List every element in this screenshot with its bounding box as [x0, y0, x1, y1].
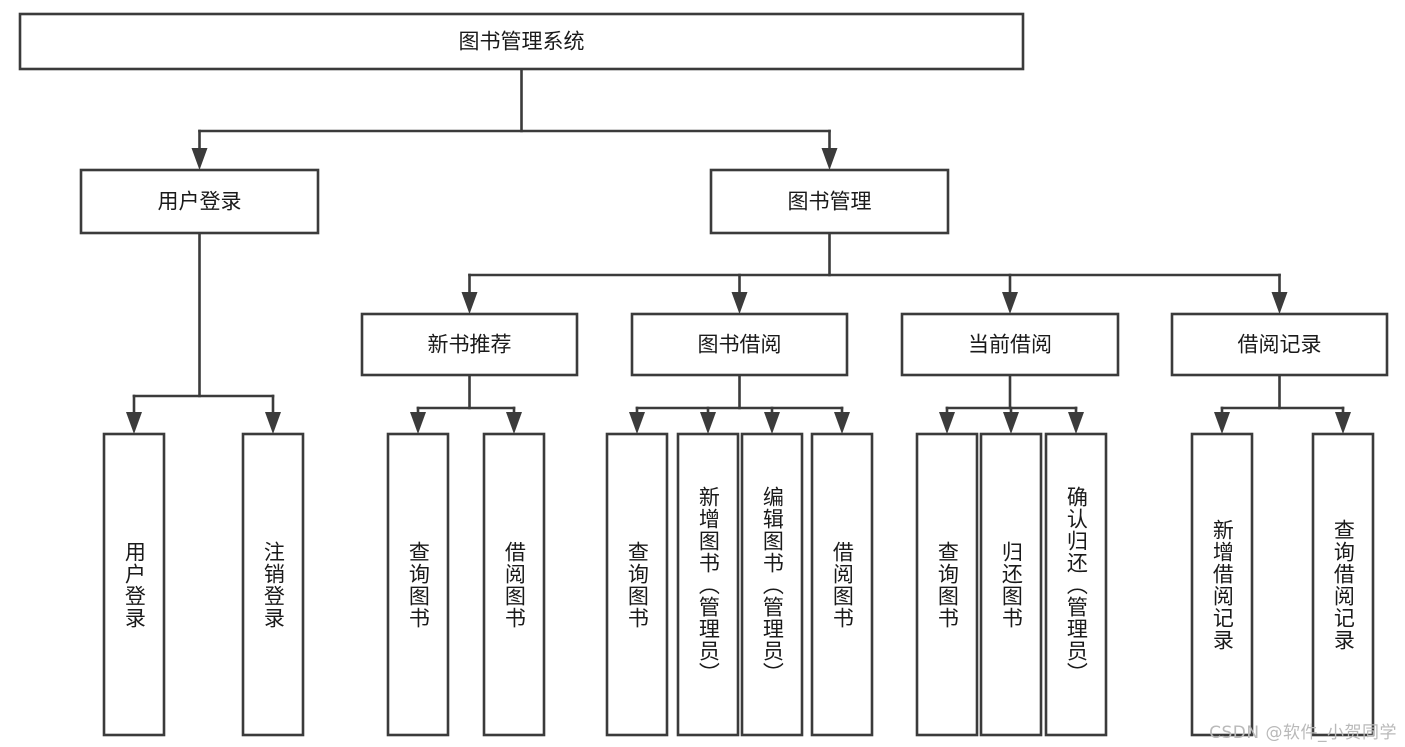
- arrowhead-new-book-rec-1: [506, 412, 522, 434]
- node-leaf-edit-book[interactable]: [740, 432, 804, 737]
- arrowhead-book-borrow-1: [700, 412, 716, 434]
- arrowhead-book-borrow-0: [629, 412, 645, 434]
- node-leaf-query-record[interactable]: [1311, 432, 1375, 737]
- node-leaf-borrow-book-1[interactable]: [482, 432, 546, 737]
- node-book-manage[interactable]: [709, 168, 950, 235]
- arrowhead-new-book-rec-0: [410, 412, 426, 434]
- arrowhead-current-borrow-1: [1003, 412, 1019, 434]
- node-leaf-logout[interactable]: [241, 432, 305, 737]
- arrowhead-user-login-1: [265, 412, 281, 434]
- arrowhead-borrow-record-0: [1214, 412, 1230, 434]
- node-new-book-rec-label: 新书推荐: [428, 333, 512, 357]
- node-leaf-return-book[interactable]: [979, 432, 1043, 737]
- arrowhead-current-borrow-2: [1068, 412, 1084, 434]
- node-book-manage-label: 图书管理: [788, 190, 872, 214]
- node-root-label: 图书管理系统: [459, 30, 585, 54]
- arrowhead-borrow-record-1: [1335, 412, 1351, 434]
- arrowhead-bookmanage-1: [731, 292, 748, 314]
- node-leaf-add-record[interactable]: [1190, 432, 1254, 737]
- node-leaf-borrow-book-2[interactable]: [810, 432, 874, 737]
- node-leaf-query-book-1[interactable]: [386, 432, 450, 737]
- node-current-borrow-label: 当前借阅: [968, 333, 1052, 357]
- arrowhead-book-borrow-3: [834, 412, 850, 434]
- node-book-borrow[interactable]: [630, 312, 849, 377]
- node-leaf-add-book[interactable]: [676, 432, 740, 737]
- node-current-borrow[interactable]: [900, 312, 1120, 377]
- arrowhead-root-1: [821, 148, 838, 170]
- node-user-login-label: 用户登录: [158, 190, 242, 214]
- node-borrow-record[interactable]: [1170, 312, 1389, 377]
- connector-lines: [126, 67, 1351, 434]
- arrowhead-root-0: [191, 148, 208, 170]
- arrowhead-bookmanage-2: [1002, 292, 1018, 314]
- node-root[interactable]: [18, 12, 1025, 71]
- arrowhead-current-borrow-0: [939, 412, 955, 434]
- node-leaf-query-book-3[interactable]: [915, 432, 979, 737]
- watermark-text: CSDN @软件_小贺同学: [1209, 723, 1397, 743]
- node-leaf-query-book-2[interactable]: [605, 432, 669, 737]
- arrowhead-user-login-0: [126, 412, 142, 434]
- arrowhead-bookmanage-3: [1271, 292, 1288, 314]
- node-new-book-rec[interactable]: [360, 312, 579, 377]
- arrowhead-bookmanage-0: [461, 292, 478, 314]
- arrowhead-book-borrow-2: [764, 412, 780, 434]
- node-boxes: [18, 12, 1389, 737]
- node-book-borrow-label: 图书借阅: [698, 333, 782, 357]
- node-leaf-confirm-return[interactable]: [1044, 432, 1108, 737]
- node-user-login[interactable]: [79, 168, 320, 235]
- node-borrow-record-label: 借阅记录: [1238, 333, 1322, 357]
- node-leaf-user-login[interactable]: [102, 432, 166, 737]
